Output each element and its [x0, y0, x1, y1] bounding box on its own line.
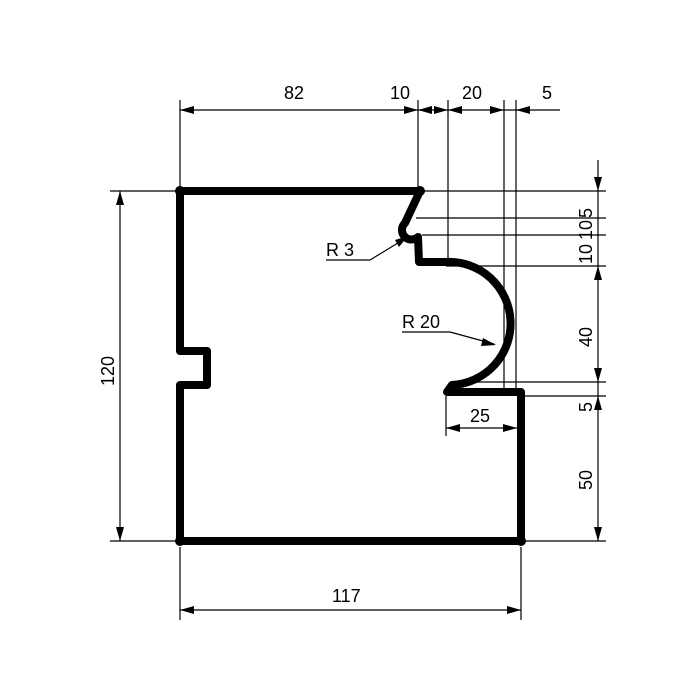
dim-5-lower-label: 5 [576, 402, 596, 412]
dim-120-label: 120 [98, 356, 118, 386]
right-dimension-chain: 5 10 10 40 5 50 [416, 160, 606, 542]
top-dimension-chain: 82 10 20 5 [179, 83, 560, 390]
dim-82-label: 82 [284, 83, 304, 103]
dim-5-right-label: 5 [576, 208, 596, 218]
inner-dimension: 25 [445, 396, 517, 436]
corner-dot [175, 186, 185, 196]
dim-10-label: 10 [390, 83, 410, 103]
radius-leader-large: R 20 [402, 312, 496, 346]
corner-dot [516, 536, 526, 546]
dim-117-label: 117 [332, 586, 361, 606]
radius-r20-label: R 20 [402, 312, 440, 332]
bottom-dimension: 117 [179, 547, 522, 620]
dim-20-label: 20 [462, 83, 482, 103]
dim-10b-right-label: 10 [576, 244, 596, 264]
left-dimension: 120 [98, 190, 176, 542]
dim-50-label: 50 [576, 470, 596, 490]
dim-5-label: 5 [542, 83, 552, 103]
radius-leader-small: R 3 [326, 236, 408, 261]
dim-25-label: 25 [470, 406, 490, 426]
corner-dot [175, 536, 185, 546]
corner-dot [415, 186, 425, 196]
dim-40-label: 40 [576, 327, 596, 347]
dim-10a-right-label: 10 [576, 220, 596, 240]
radius-r3-label: R 3 [326, 240, 354, 260]
